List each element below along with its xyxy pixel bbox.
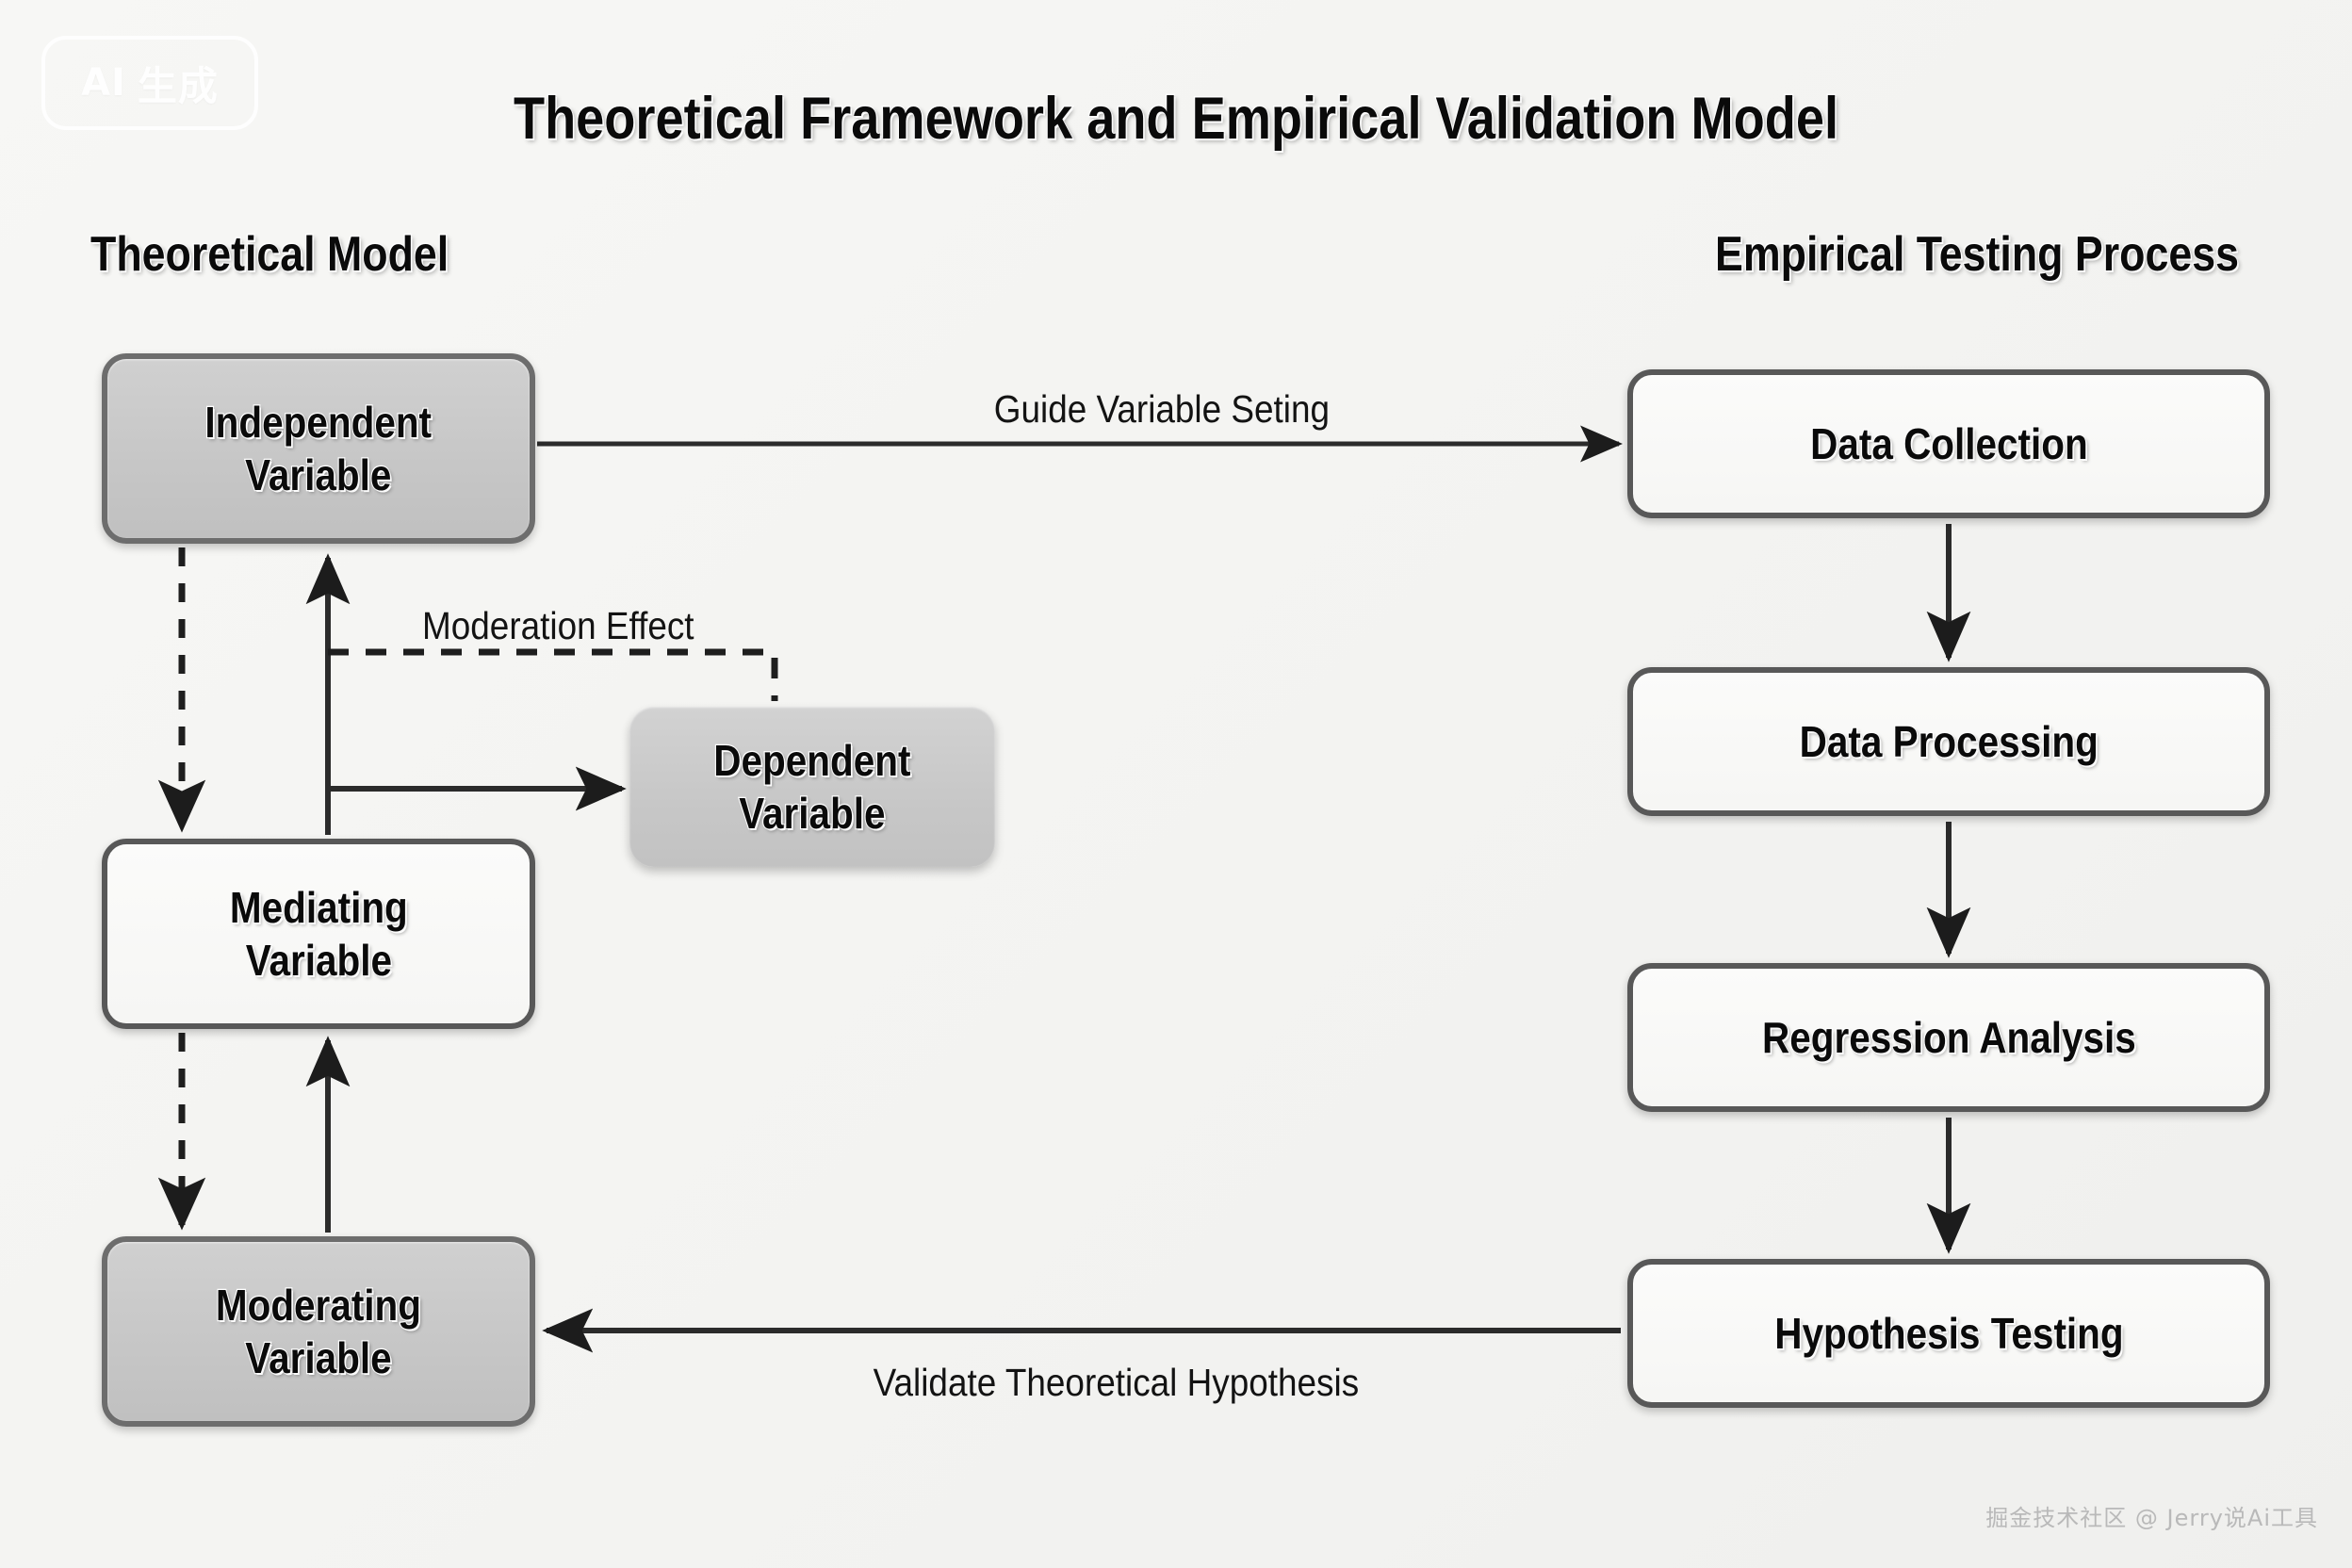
- node-dependent-variable[interactable]: Dependent Variable: [629, 707, 995, 867]
- node-label: Dependent Variable: [712, 735, 911, 840]
- edge-label-moderation-effect: Moderation Effect: [422, 604, 694, 647]
- page-title: Theoretical Framework and Empirical Vali…: [513, 85, 1840, 154]
- node-label: Independent Variable: [204, 397, 433, 501]
- node-data-collection[interactable]: Data Collection: [1627, 369, 2270, 518]
- ai-generated-badge: AI 生成: [41, 36, 258, 130]
- section-title-empirical-testing-process: Empirical Testing Process: [1714, 226, 2240, 284]
- node-label: Regression Analysis: [1761, 1012, 2137, 1064]
- node-label: Data Processing: [1798, 716, 2099, 768]
- node-regression-analysis[interactable]: Regression Analysis: [1627, 963, 2270, 1112]
- node-label: Data Collection: [1809, 418, 2089, 470]
- node-mediating-variable[interactable]: Mediating Variable: [102, 839, 535, 1029]
- node-data-processing[interactable]: Data Processing: [1627, 667, 2270, 816]
- node-label: Mediating Variable: [228, 882, 408, 987]
- source-watermark: 掘金技术社区 @ Jerry说Ai工具: [1985, 1505, 2318, 1531]
- node-hypothesis-testing[interactable]: Hypothesis Testing: [1627, 1259, 2270, 1408]
- edge-label-guide-variable-setting: Guide Variable Seting: [993, 387, 1331, 431]
- section-title-theoretical-model: Theoretical Model: [90, 226, 450, 284]
- node-label: Moderating Variable: [215, 1280, 422, 1384]
- edge-moderation-effect: [328, 648, 778, 701]
- ai-badge-suffix: 生成: [137, 62, 219, 109]
- ai-badge-prefix: AI: [81, 61, 126, 105]
- node-independent-variable[interactable]: Independent Variable: [102, 353, 535, 544]
- edge-label-validate-theoretical-hypothesis: Validate Theoretical Hypothesis: [873, 1361, 1360, 1404]
- node-label: Hypothesis Testing: [1773, 1308, 2125, 1360]
- node-moderating-variable[interactable]: Moderating Variable: [102, 1236, 535, 1427]
